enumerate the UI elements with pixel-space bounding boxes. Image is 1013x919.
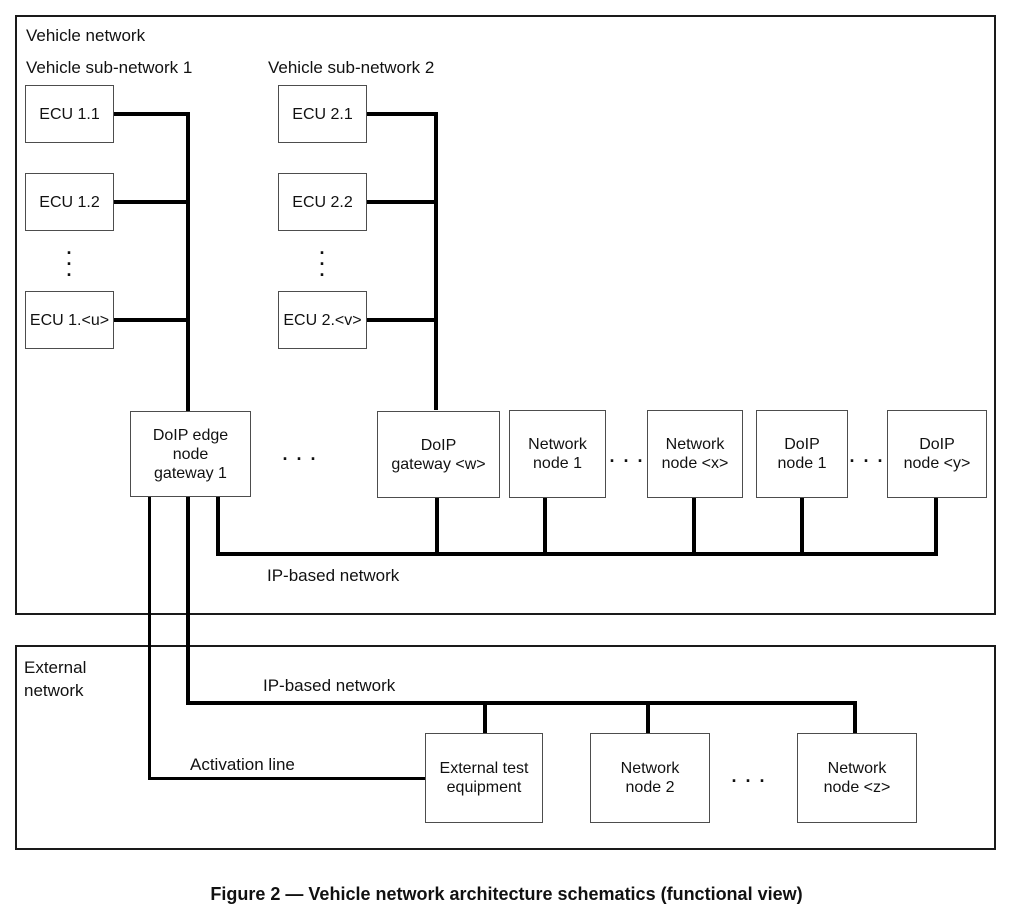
- network-node-2-drop-line: [646, 701, 650, 735]
- ecu-2-v-box: ECU 2.<v>: [278, 291, 367, 349]
- external-ip-vertical-line: [186, 497, 190, 705]
- doip-node-y-drop-line: [934, 498, 938, 556]
- doip-gateway-w-box: DoIP gateway <w>: [377, 411, 500, 498]
- network-node-1-drop-line: [543, 498, 547, 552]
- sub-network-1-bus-line: [186, 112, 190, 411]
- activation-line-vertical: [148, 497, 151, 780]
- vehicle-ip-bus-label: IP-based network: [267, 566, 400, 585]
- external-network-box: [15, 645, 996, 850]
- ecu-2-v-connector-line: [366, 318, 438, 322]
- doip-edge-gateway-1-box: DoIP edge node gateway 1: [130, 411, 251, 497]
- vehicle-ip-bus-line: [216, 552, 938, 556]
- external-test-equipment-box: External test equipment: [425, 733, 543, 823]
- sub-network-2-label: Vehicle sub-network 2: [268, 58, 435, 77]
- network-node-2-box: Network node 2: [590, 733, 710, 823]
- network-node-x-box: Network node <x>: [647, 410, 743, 498]
- ecu-1-u-connector-line: [113, 318, 190, 322]
- ecu-1-2-connector-line: [113, 200, 190, 204]
- ecu-2-1-connector-line: [366, 112, 438, 116]
- doip-node-y-box: DoIP node <y>: [887, 410, 987, 498]
- doip-node-1-box: DoIP node 1: [756, 410, 848, 498]
- activation-line-label: Activation line: [190, 755, 295, 774]
- gateway-1-ip-drop-line: [216, 497, 220, 556]
- ecu-2-2-box: ECU 2.2: [278, 173, 367, 231]
- ellipsis-gateway-row-1: . . .: [282, 444, 318, 464]
- external-ip-bus-label: IP-based network: [263, 676, 396, 695]
- gateway-w-ip-drop-line: [435, 497, 439, 552]
- vehicle-network-label: Vehicle network: [26, 26, 146, 45]
- ecu-1-1-box: ECU 1.1: [25, 85, 114, 143]
- external-test-equipment-drop-line: [483, 701, 487, 735]
- activation-line-horizontal: [148, 777, 427, 780]
- ecu-1-2-box: ECU 1.2: [25, 173, 114, 231]
- sub-network-2-bus-line: [434, 112, 438, 410]
- vehicle-network-box: [15, 15, 996, 615]
- ellipsis-gateway-row-3: . . .: [849, 446, 885, 466]
- network-node-z-box: Network node <z>: [797, 733, 917, 823]
- ecu-1-u-box: ECU 1.<u>: [25, 291, 114, 349]
- ecu-1-1-connector-line: [113, 112, 190, 116]
- ecu-2-1-box: ECU 2.1: [278, 85, 367, 143]
- network-node-x-drop-line: [692, 498, 696, 552]
- figure-caption: Figure 2 — Vehicle network architecture …: [210, 884, 803, 904]
- ellipsis-external-row: . . .: [731, 766, 767, 786]
- ecu-2-2-connector-line: [366, 200, 438, 204]
- sub-network-1-label: Vehicle sub-network 1: [26, 58, 193, 77]
- vertical-ellipsis-sub2: . . .: [319, 238, 325, 280]
- doip-node-1-drop-line: [800, 498, 804, 552]
- external-network-label: External network: [24, 658, 87, 700]
- network-node-z-drop-line: [853, 701, 857, 735]
- ellipsis-gateway-row-2: . . .: [609, 446, 645, 466]
- network-node-1-box: Network node 1: [509, 410, 606, 498]
- vertical-ellipsis-sub1: . . .: [66, 238, 72, 280]
- external-ip-bus-line: [186, 701, 857, 705]
